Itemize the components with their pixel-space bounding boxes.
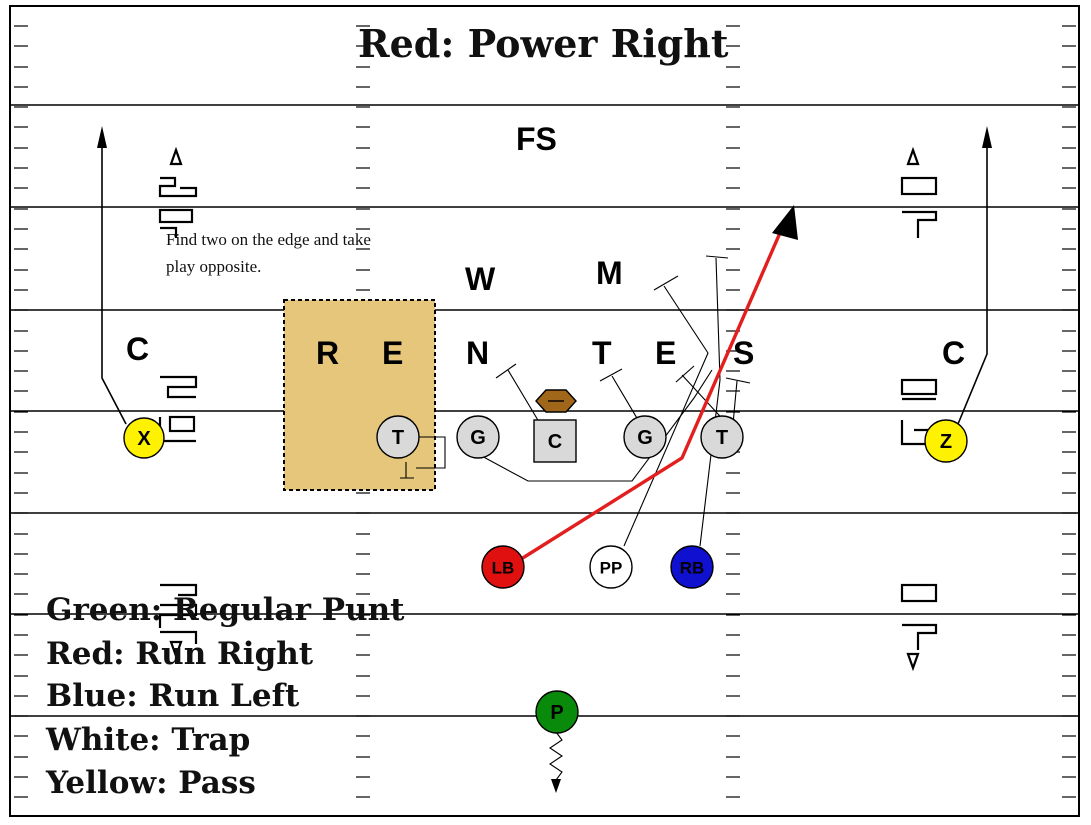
defender-m: M (596, 255, 623, 291)
edge-zone-highlight (283, 299, 436, 491)
svg-text:T: T (392, 427, 404, 449)
defender-fs: FS (516, 121, 557, 157)
coaching-note-line2: play opposite. (166, 257, 261, 276)
arrowhead-icon (551, 779, 561, 793)
play-title: Red: Power Right (358, 21, 729, 66)
tackle-to-s (732, 380, 738, 425)
defender-r: R (316, 335, 339, 371)
rb-lead-tbar (705, 255, 729, 259)
center-block-tbar (495, 363, 517, 379)
defender-c-right: C (942, 335, 965, 371)
legend-green: Green: Regular Punt (46, 592, 405, 628)
svg-text:LB: LB (492, 559, 515, 578)
defender-e-left: E (382, 335, 403, 371)
arrowhead-icon (97, 126, 107, 148)
legend-red: Red: Run Right (46, 636, 314, 672)
hash-marks (14, 25, 1076, 798)
defender-n: N (466, 335, 489, 371)
player-x: X (123, 417, 165, 459)
color-legend: Green: Regular Punt Red: Run Right Blue:… (45, 592, 405, 801)
punter-motion (549, 731, 563, 782)
svg-text:C: C (548, 431, 562, 453)
player-lb: LB (481, 545, 525, 589)
player-pp: PP (589, 545, 633, 589)
player-right-guard: G (623, 415, 667, 459)
svg-text:P: P (550, 702, 563, 724)
svg-text:X: X (137, 428, 151, 450)
lb-run-route (509, 225, 785, 568)
guard-pull (477, 369, 713, 482)
arrowhead-icon (772, 205, 798, 240)
defender-e-right: E (655, 335, 676, 371)
z-route (957, 138, 988, 425)
offense: X T G C G T Z LB (123, 415, 968, 734)
arrowhead-icon (982, 126, 992, 148)
left-tackle-block (400, 436, 446, 479)
defender-t: T (592, 335, 612, 371)
x-route (101, 138, 127, 425)
yard-lines (10, 104, 1079, 717)
svg-text:G: G (470, 427, 486, 449)
pp-lead-tbar (653, 275, 679, 291)
football-icon (535, 389, 577, 413)
svg-text:G: G (637, 427, 653, 449)
tackle-to-s-tbar (725, 377, 751, 384)
svg-text:PP: PP (600, 559, 623, 578)
pp-lead-block (623, 285, 709, 547)
player-right-tackle: T (700, 415, 744, 459)
player-center: C (533, 419, 577, 463)
legend-blue: Blue: Run Left (46, 678, 300, 714)
coaching-note-line1: Find two on the edge and take (166, 230, 371, 249)
player-rb: RB (670, 545, 714, 589)
player-p: P (535, 690, 579, 734)
svg-text:T: T (716, 427, 728, 449)
defender-w: W (465, 261, 496, 297)
route-lines (97, 126, 992, 793)
legend-white: White: Trap (45, 722, 250, 758)
player-left-tackle: T (376, 415, 420, 459)
svg-text:Z: Z (940, 431, 952, 453)
svg-text:RB: RB (680, 559, 705, 578)
player-left-guard: G (456, 415, 500, 459)
defender-c-left: C (126, 331, 149, 367)
rb-lead (699, 257, 721, 547)
right-guard-block-tbar (599, 368, 623, 382)
legend-yellow: Yellow: Pass (45, 765, 256, 801)
defender-s: S (733, 335, 754, 371)
right-tackle-block-tbar (675, 365, 695, 383)
player-z: Z (924, 419, 968, 463)
